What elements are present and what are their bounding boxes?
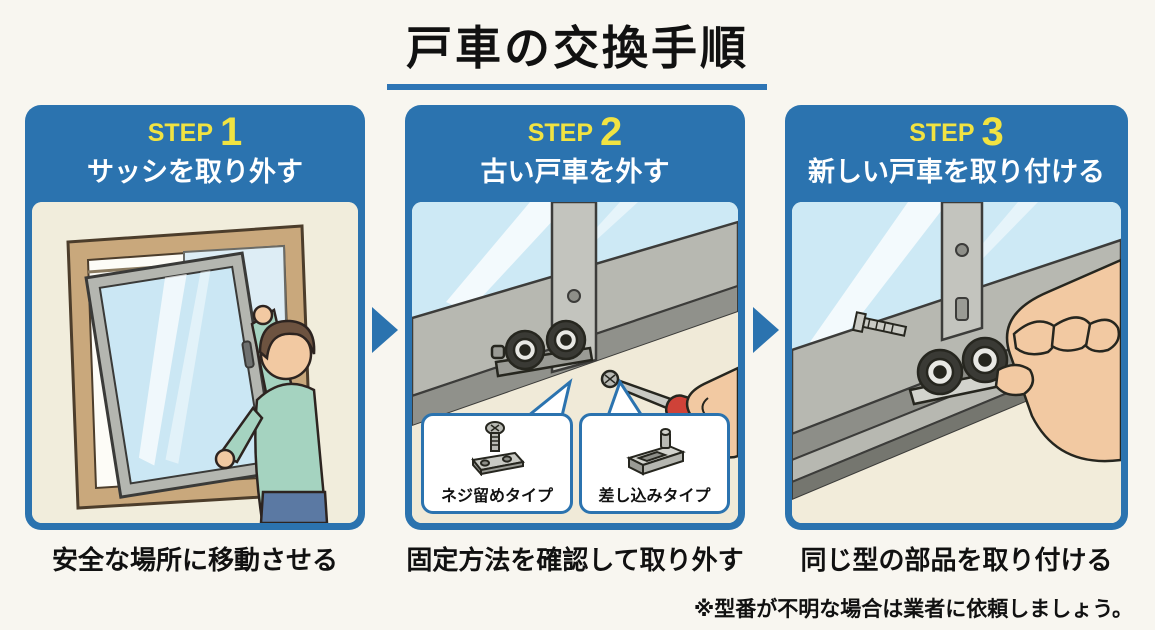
callout-insert-type: 差し込みタイプ [579,413,730,514]
screw-plate-icon [471,421,525,477]
page-title: 戸車の交換手順 [406,22,749,74]
arrow-right-icon [372,307,398,353]
sash-removal-drawing [32,202,358,523]
old-roller-removal-illustration: ネジ留めタイプ 差し込みタイプ [412,202,738,523]
old-roller-removal-drawing [412,202,738,523]
callout-screw-type-label: ネジ留めタイプ [440,488,553,505]
arrow-right-icon [753,307,779,353]
step-3-caption: 同じ型の部品を取り付ける [800,545,1113,575]
insert-block-icon [625,428,686,476]
step-3-heading: 新しい戸車を取り付ける [808,157,1105,187]
step-1-heading: サッシを取り外す [87,157,303,187]
step-number: 1 [220,110,243,154]
step-number: 2 [600,110,623,154]
title-underline [387,84,767,90]
callout-screw-type: ネジ留めタイプ [421,413,573,514]
new-roller-install-illustration [792,202,1121,523]
step-word: STEP [909,119,975,147]
step-2-caption: 固定方法を確認して取り外す [406,545,744,575]
step-2-heading: 古い戸車を外す [480,157,670,187]
footnote: ※型番が不明な場合は業者に依頼しましょう。 [693,598,1133,621]
step-1-caption: 安全な場所に移動させる [51,545,338,575]
sash-removal-illustration [32,202,358,523]
new-roller-install-drawing [792,202,1121,523]
step-word: STEP [527,119,594,147]
callout-insert-type-label: 差し込みタイプ [598,488,711,505]
step-number: 3 [981,110,1004,154]
step-word: STEP [147,119,214,147]
